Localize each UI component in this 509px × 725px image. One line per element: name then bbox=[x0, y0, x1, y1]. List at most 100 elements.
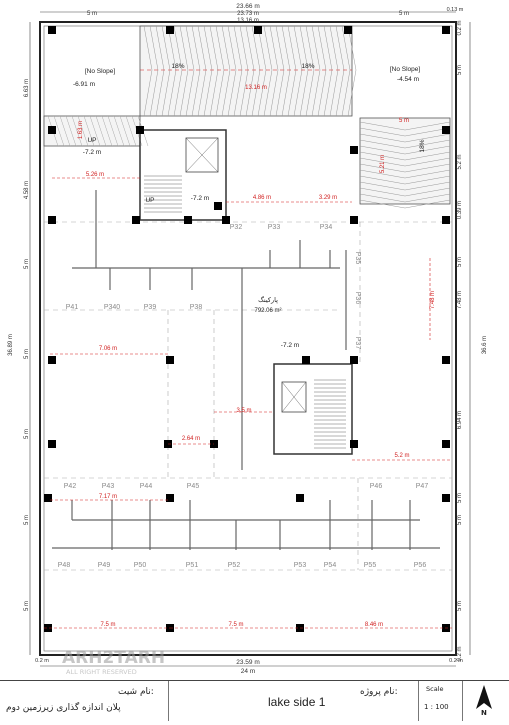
project-label: نام پروژه: bbox=[360, 687, 398, 697]
dim-top-inner2: 13.16 m bbox=[237, 18, 259, 24]
dim-left-total: 36.89 m bbox=[8, 334, 14, 356]
circulation-arrows bbox=[52, 190, 440, 550]
column bbox=[136, 126, 144, 134]
project-cell: نام پروژه: lake side 1 bbox=[168, 681, 419, 721]
elevation-lift: -7.2 m bbox=[191, 195, 209, 202]
parking-space-label: P34 bbox=[320, 224, 333, 231]
dim-right-segment: 7.48 m bbox=[457, 291, 463, 309]
parking-space-label: P56 bbox=[414, 562, 427, 569]
dim-left-segment: 5 m bbox=[24, 515, 30, 525]
parking-space-label: P47 bbox=[416, 483, 429, 490]
dim-right-segment: 5 m bbox=[457, 515, 463, 525]
no-slope-left: [No Slope] bbox=[85, 68, 116, 75]
column bbox=[166, 494, 174, 502]
column bbox=[48, 216, 56, 224]
dim-top-inner: 23.73 m bbox=[237, 11, 259, 17]
area-value: 792.06 m² bbox=[254, 308, 281, 314]
sheet-name: پلان اندازه گذاری زیرزمین دوم bbox=[6, 703, 121, 713]
dim-right-segment: 5 m bbox=[457, 65, 463, 75]
column bbox=[132, 216, 140, 224]
ramp-length: 13.16 m bbox=[245, 85, 267, 91]
scale-label: Scale bbox=[426, 685, 444, 693]
parking-space-label: P51 bbox=[186, 562, 199, 569]
dimension-lines bbox=[29, 11, 471, 667]
column bbox=[48, 126, 56, 134]
dim-right-segment: 5.2 m bbox=[457, 154, 463, 169]
dim-left-segment: 5 m bbox=[24, 429, 30, 439]
column bbox=[442, 26, 450, 34]
dim-bottom-edge-right: 0.2 m bbox=[449, 658, 463, 664]
parking-space-label: P50 bbox=[134, 562, 147, 569]
parking-space-label: P42 bbox=[64, 483, 77, 490]
column bbox=[350, 146, 358, 154]
parking-space-label: P340 bbox=[104, 304, 120, 311]
red-dimension: 5.21 m bbox=[380, 155, 386, 173]
parking-space-label: P37 bbox=[354, 337, 361, 350]
dim-right-segment: 0.2 m bbox=[457, 20, 463, 35]
dim-top-edge: 0.13 m bbox=[447, 7, 464, 13]
column bbox=[296, 494, 304, 502]
column bbox=[48, 26, 56, 34]
column bbox=[44, 494, 52, 502]
dim-top-left: 5 m bbox=[87, 11, 97, 17]
red-dimension: 7.06 m bbox=[99, 346, 117, 352]
floor-plan-drawing: 23.66 m 23.73 m 13.16 m 5 m 5 m 0.13 m 2… bbox=[8, 3, 488, 676]
column bbox=[166, 26, 174, 34]
watermark-tagline: ALL RIGHT RESERVED bbox=[66, 668, 137, 676]
red-dimension: 3.29 m bbox=[319, 195, 337, 201]
dim-left-segment: 5 m bbox=[24, 259, 30, 269]
parking-space-label: P43 bbox=[102, 483, 115, 490]
dim-right-total: 36.6 m bbox=[482, 336, 488, 354]
column bbox=[222, 216, 230, 224]
red-dimension: 5.2 m bbox=[394, 453, 409, 459]
red-dimension: 8.46 m bbox=[365, 622, 383, 628]
elevation-stair: -7.2 m bbox=[83, 149, 101, 156]
parking-space-label: P55 bbox=[364, 562, 377, 569]
column bbox=[442, 356, 450, 364]
project-name: lake side 1 bbox=[268, 695, 326, 709]
red-dimension: 1.63 m bbox=[78, 121, 84, 139]
parking-space-label: P52 bbox=[228, 562, 241, 569]
dim-top-right: 5 m bbox=[399, 11, 409, 17]
red-dimension: 7.5 m bbox=[100, 622, 115, 628]
scale-cell: Scale 1 : 100 bbox=[418, 681, 463, 721]
dim-right-segment: 0.2 m bbox=[457, 646, 463, 661]
stair-core-center bbox=[273, 363, 353, 455]
up-label-b: UP bbox=[145, 197, 154, 204]
parking-space-label: P49 bbox=[98, 562, 111, 569]
parking-space-label: P53 bbox=[294, 562, 307, 569]
dim-right-segment: 5 m bbox=[457, 493, 463, 503]
dim-bottom-total2: 24 m bbox=[241, 668, 255, 675]
parking-grid bbox=[44, 221, 452, 571]
column bbox=[302, 356, 310, 364]
dim-right-segment: 6.94 m bbox=[457, 411, 463, 429]
up-label-a: UP bbox=[87, 137, 96, 144]
side-ramp bbox=[359, 117, 451, 209]
red-dimension: 5 m bbox=[399, 118, 409, 124]
parking-space-label: P44 bbox=[140, 483, 153, 490]
north-cell: N bbox=[462, 681, 508, 721]
slope-a: 18% bbox=[171, 63, 184, 70]
parking-space-label: P48 bbox=[58, 562, 71, 569]
elevation-left: -6.91 m bbox=[73, 81, 95, 88]
red-dimension: 7.5 m bbox=[228, 622, 243, 628]
parking-space-label: P38 bbox=[190, 304, 203, 311]
column bbox=[442, 126, 450, 134]
outer-wall bbox=[39, 21, 457, 656]
column bbox=[166, 356, 174, 364]
sheet-cell: پلان اندازه گذاری زیرزمین دوم نام شیت: bbox=[0, 681, 169, 721]
parking-space-label: P36 bbox=[354, 292, 361, 305]
parking-space-label: P33 bbox=[268, 224, 281, 231]
column bbox=[350, 440, 358, 448]
red-dimension: 3.5 m bbox=[236, 408, 251, 414]
parking-space-label: P41 bbox=[66, 304, 79, 311]
red-dimension: 5.26 m bbox=[86, 172, 104, 178]
dim-bottom-total: 23.59 m bbox=[236, 659, 260, 666]
parking-space-label: P46 bbox=[370, 483, 383, 490]
dim-left-segment: 5 m bbox=[24, 349, 30, 359]
column bbox=[44, 624, 52, 632]
dim-left-segment: 4.58 m bbox=[24, 181, 30, 199]
watermark-brand: ARH2TARH bbox=[62, 648, 165, 668]
elevation-right: -4.54 m bbox=[397, 76, 419, 83]
dim-left-segment: 6.63 m bbox=[24, 79, 30, 97]
